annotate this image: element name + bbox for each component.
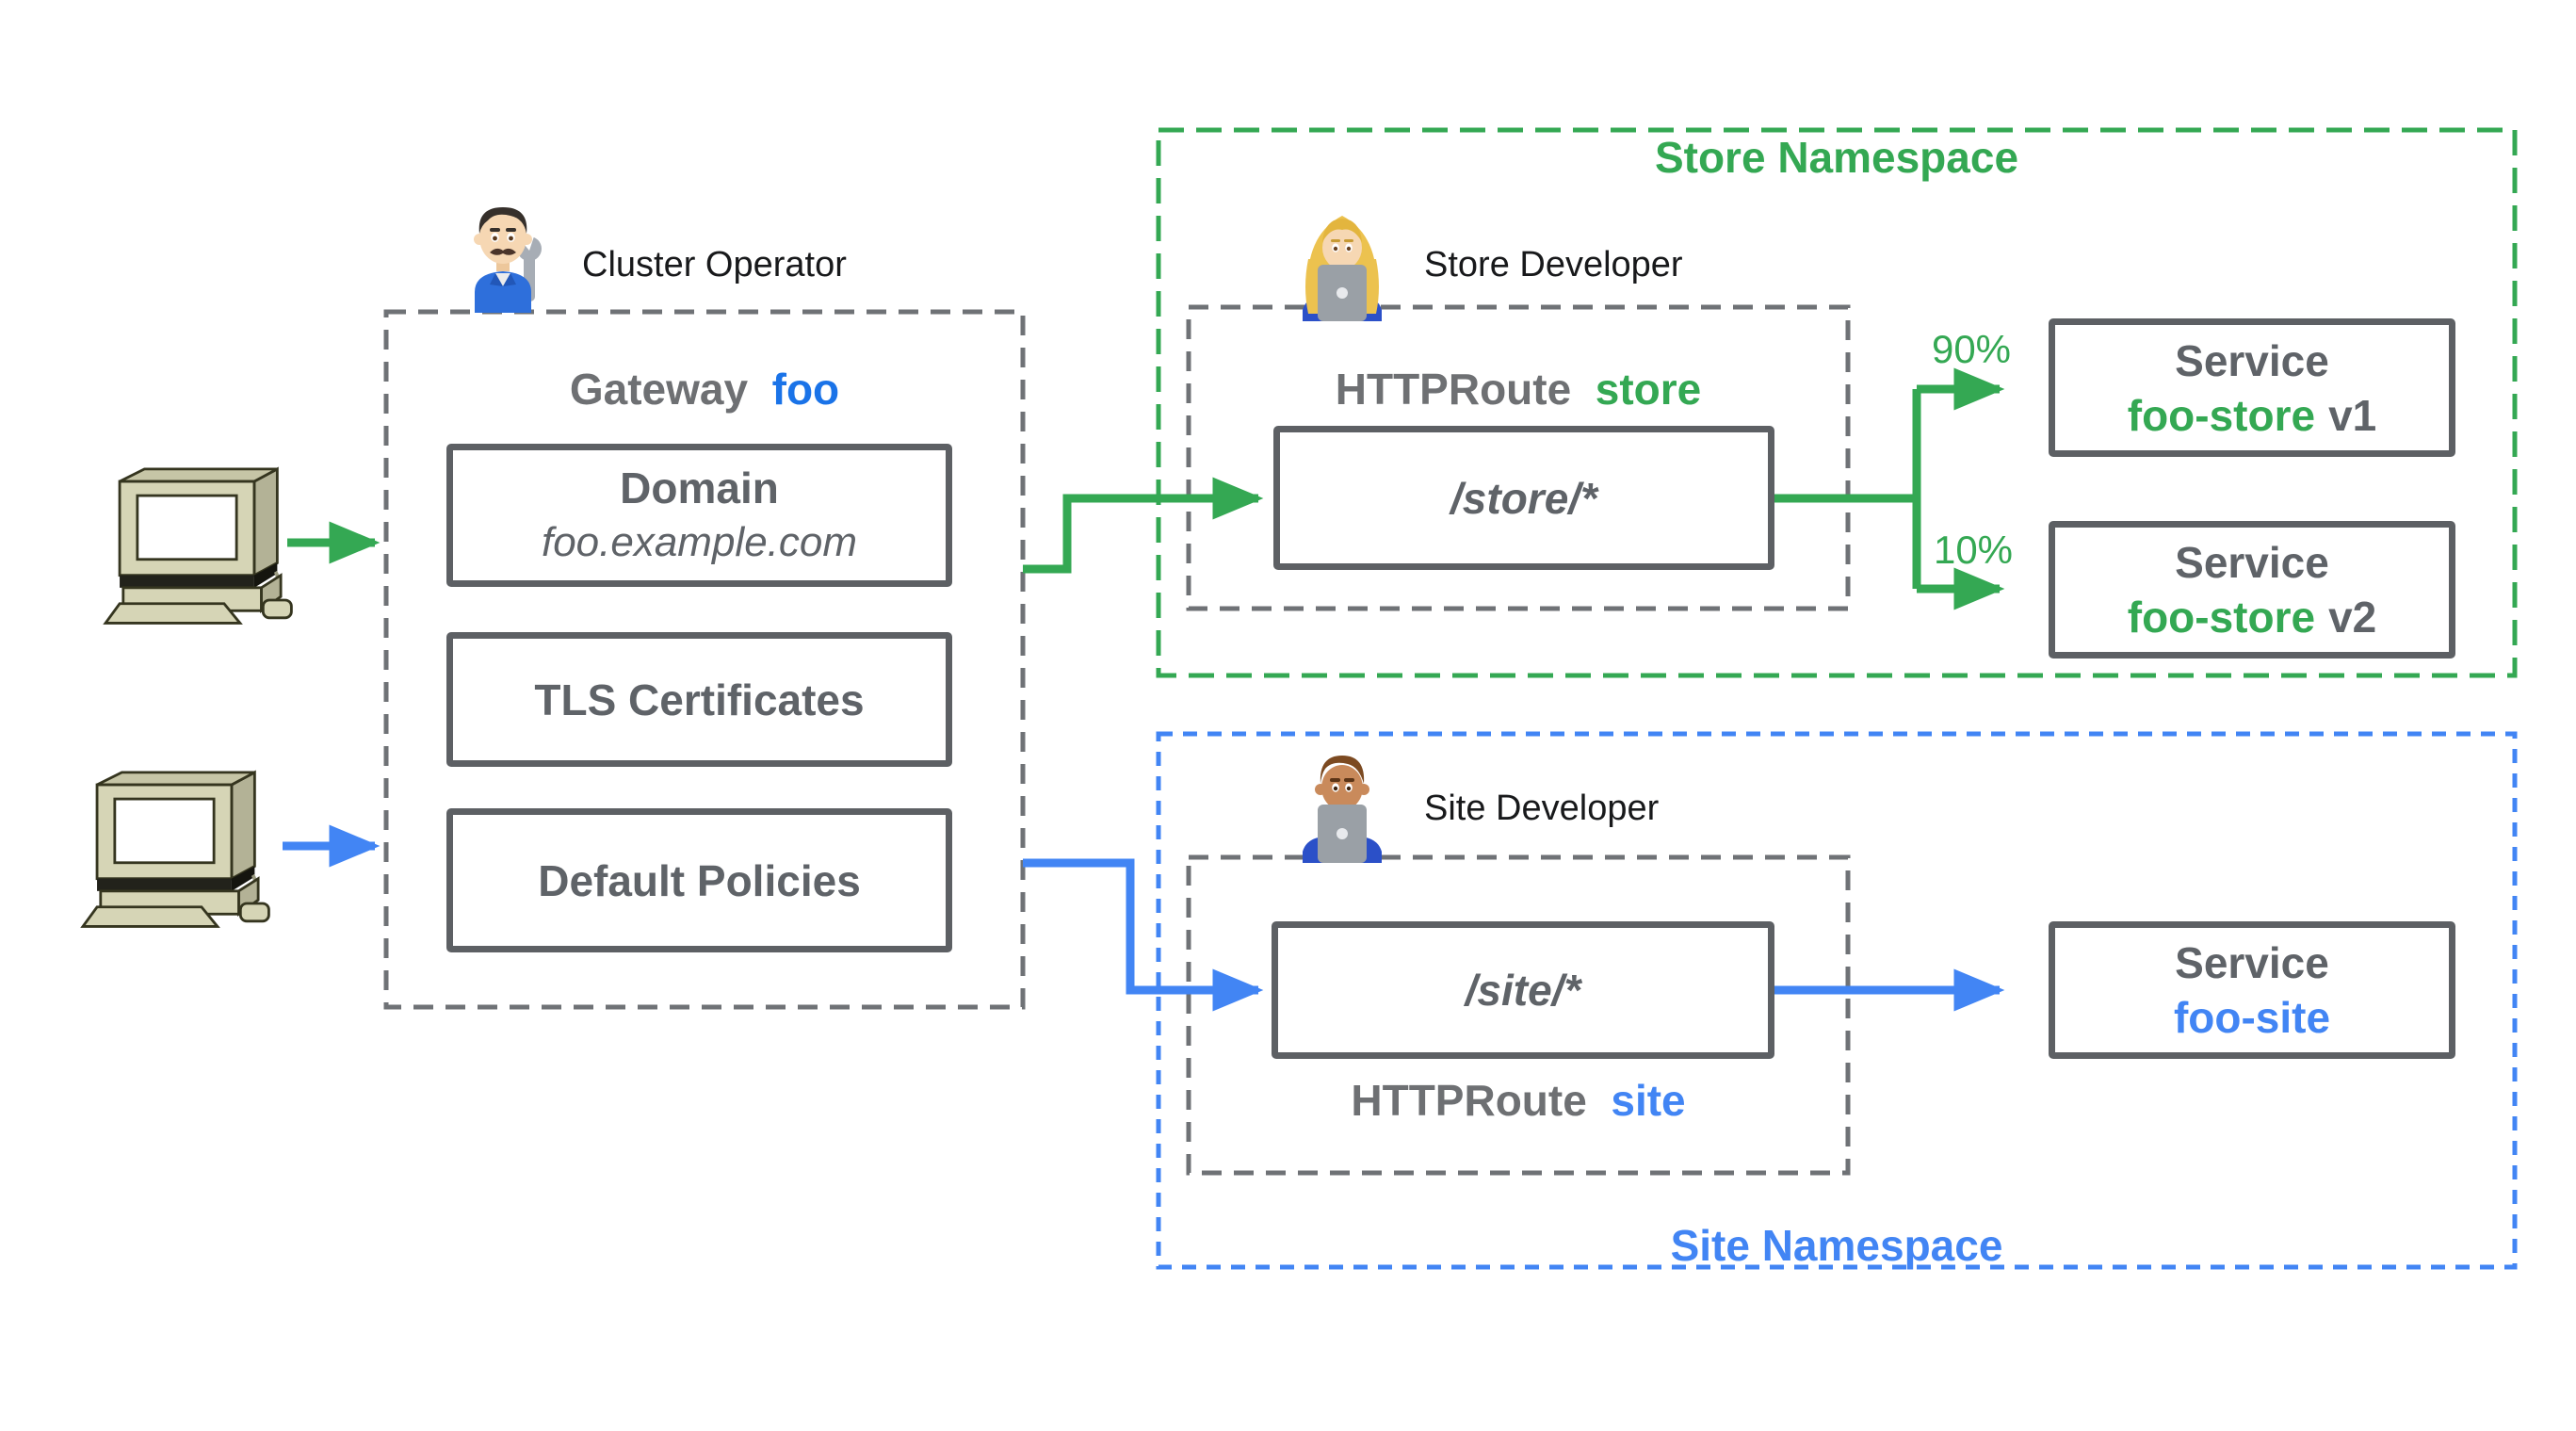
gateway-dashed-box	[383, 309, 1026, 1010]
cluster-operator-label: Cluster Operator	[582, 245, 847, 285]
weight-10-label: 10%	[1933, 528, 2014, 572]
gateway-title-prefix: Gateway	[569, 365, 760, 414]
site-route-path-box: /site/*	[1272, 921, 1774, 1059]
service-v1-name: foo-store	[2127, 390, 2316, 440]
gateway-title: Gateway foo	[570, 363, 839, 415]
store-route-path-box: /store/*	[1273, 426, 1774, 570]
gateway-to-store-route-arrow	[1023, 477, 1264, 574]
site-route-path: /site/*	[1465, 966, 1581, 1015]
man-mechanic-icon	[474, 207, 542, 313]
service-v2-line1: Service	[2175, 538, 2329, 587]
woman-technologist-icon	[1303, 216, 1382, 321]
service-site-line1: Service	[2175, 938, 2329, 987]
domain-box-title: Domain	[620, 463, 779, 512]
service-v1-line1: Service	[2175, 335, 2329, 385]
store-developer-label: Store Developer	[1424, 245, 1683, 285]
tls-box-label: TLS Certificates	[534, 675, 865, 724]
desktop-computer-icon	[80, 770, 270, 928]
site-namespace-dashed-box	[1156, 731, 2518, 1270]
store-namespace-dashed-box	[1156, 127, 2518, 678]
weight-90-label: 90%	[1931, 327, 2012, 371]
httproute-store-name: store	[1595, 365, 1702, 414]
policies-box-label: Default Policies	[538, 855, 861, 905]
httproute-site-prefix: HTTPRoute	[1351, 1076, 1599, 1125]
service-v2-version: v2	[2328, 593, 2377, 642]
service-foo-site-box: Service foo-site	[2049, 921, 2455, 1059]
site-developer-label: Site Developer	[1424, 789, 1660, 828]
store-route-path: /store/*	[1450, 473, 1597, 523]
store-route-split-line	[1774, 389, 1921, 589]
service-v2-name: foo-store	[2127, 593, 2316, 642]
service-v1-version: v1	[2328, 390, 2377, 440]
site-namespace-title: Site Namespace	[1670, 1221, 2003, 1270]
gateway-to-site-route-arrow	[1023, 858, 1264, 1012]
httproute-store-dashed-box	[1186, 304, 1851, 611]
store-namespace-title: Store Namespace	[1654, 133, 2019, 182]
httproute-site-dashed-box	[1186, 854, 1851, 1176]
httproute-store-title: HTTPRoute store	[1336, 363, 1701, 415]
httproute-store-prefix: HTTPRoute	[1335, 365, 1583, 414]
man-technologist-icon	[1303, 756, 1382, 863]
httproute-site-title: HTTPRoute site	[1351, 1074, 1685, 1127]
gateway-tls-box: TLS Certificates	[446, 632, 952, 767]
service-site-name: foo-site	[2173, 993, 2331, 1042]
httproute-site-name: site	[1611, 1076, 1686, 1125]
gateway-policies-box: Default Policies	[446, 808, 952, 952]
gateway-title-name: foo	[771, 365, 840, 414]
domain-box-value: foo.example.com	[541, 519, 858, 565]
gateway-domain-box: Domain foo.example.com	[446, 444, 952, 587]
desktop-computer-icon	[103, 466, 293, 625]
